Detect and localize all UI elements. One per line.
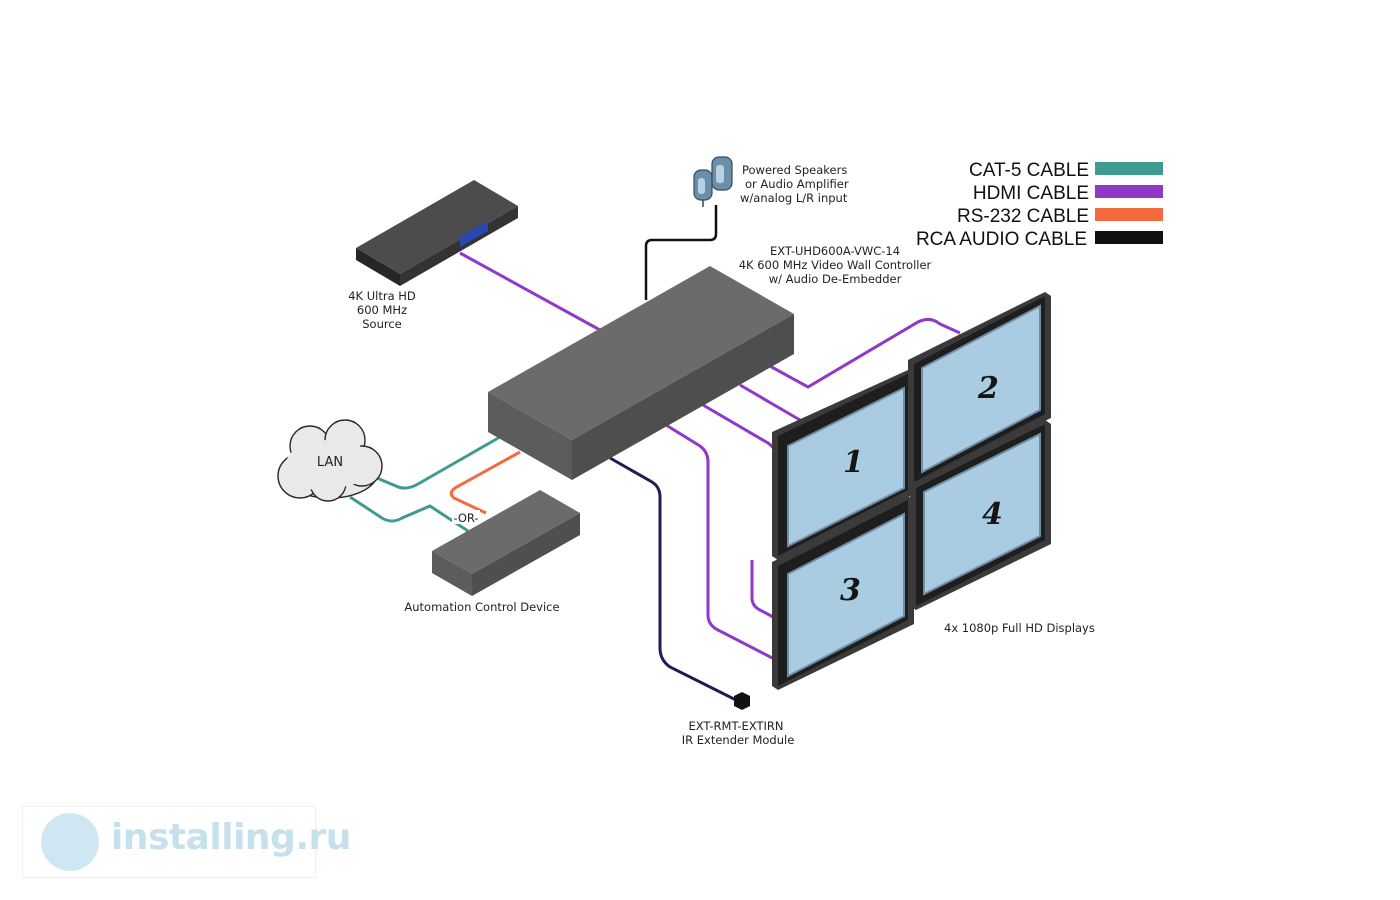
cat5-cable-automation	[349, 495, 469, 533]
ir-module-label-line-1: EXT-RMT-EXTIRN	[688, 719, 783, 733]
hdmi-cable-display-2	[767, 317, 961, 389]
displays-label: 4x 1080p Full HD Displays	[944, 621, 1095, 635]
source-device	[356, 180, 518, 286]
legend-swatch-hdmi	[1095, 185, 1163, 198]
hdmi-cable-source	[459, 251, 601, 332]
display-4	[910, 420, 1051, 610]
display-1	[772, 370, 914, 560]
display-1-number: 1	[843, 445, 864, 480]
legend-label-rs232: RS-232 CABLE	[957, 206, 1089, 227]
display-2-number: 2	[977, 371, 999, 406]
hdmi-cable-display-3b	[665, 423, 781, 664]
source-label-line-3: Source	[362, 317, 402, 331]
controller-label-line-3: w/ Audio De-Embedder	[769, 272, 902, 286]
hdmi-cable-display-1	[739, 383, 801, 422]
display-3	[772, 496, 914, 690]
speakers-label-line-2: or Audio Amplifier	[745, 177, 849, 191]
ir-cable	[609, 456, 737, 702]
ir-extender-icon	[734, 692, 750, 710]
cat5-cable-controller	[371, 435, 501, 490]
automation-control-device	[432, 490, 580, 596]
watermark-logo-icon	[41, 813, 99, 871]
speaker-icon	[693, 156, 733, 207]
controller-label-line-2: 4K 600 MHz Video Wall Controller	[739, 258, 932, 272]
legend-swatch-rs232	[1095, 208, 1163, 221]
legend-label-cat5: CAT-5 CABLE	[969, 160, 1089, 181]
video-wall-controller	[488, 266, 794, 480]
automation-label: Automation Control Device	[404, 600, 559, 614]
lan-label: LAN	[317, 455, 343, 470]
speakers-label-line-3: w/analog L/R input	[740, 191, 848, 205]
watermark-text: installing.ru	[111, 817, 351, 858]
hdmi-cable-display-3a	[702, 403, 780, 570]
watermark: installing.ru	[22, 806, 351, 878]
display-wall	[772, 292, 1051, 690]
legend-label-hdmi: HDMI CABLE	[973, 183, 1089, 204]
legend-swatch-rca	[1095, 231, 1163, 244]
legend-swatch-cat5	[1095, 162, 1163, 175]
or-label: -OR-	[453, 511, 478, 525]
legend: CAT-5 CABLE HDMI CABLE RS-232 CABLE RCA …	[916, 160, 1163, 250]
legend-label-rca: RCA AUDIO CABLE	[916, 229, 1087, 250]
controller-label-line-1: EXT-UHD600A-VWC-14	[770, 244, 900, 258]
rs232-cable	[449, 450, 521, 515]
audio-cable	[644, 205, 718, 300]
ir-module-label-line-2: IR Extender Module	[682, 733, 795, 747]
display-3-number: 3	[840, 573, 861, 608]
hdmi-cable-display-4	[750, 560, 776, 620]
source-label-line-2: 600 MHz	[357, 303, 407, 317]
display-2	[908, 292, 1051, 486]
display-4-number: 4	[982, 497, 1003, 532]
source-label-line-1: 4K Ultra HD	[348, 289, 416, 303]
speakers-label-line-1: Powered Speakers	[742, 163, 847, 177]
